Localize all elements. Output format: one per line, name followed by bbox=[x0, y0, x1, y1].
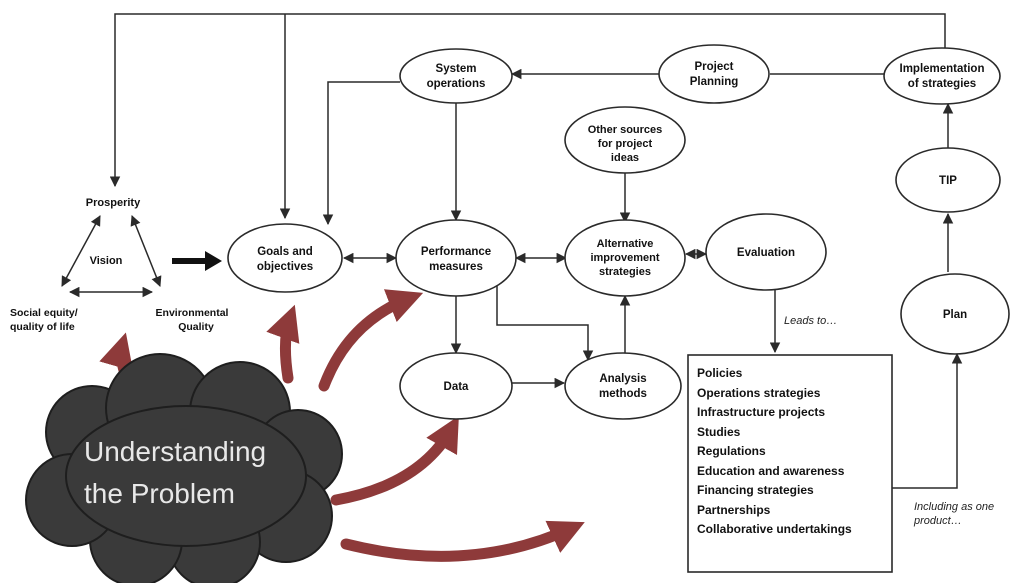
svg-text:methods: methods bbox=[599, 388, 647, 400]
node-evaluation: Evaluation bbox=[705, 213, 827, 291]
svg-text:Planning: Planning bbox=[690, 76, 739, 88]
node-implementation: Implementation of strategies bbox=[883, 47, 1001, 105]
including-label-1: Including as one bbox=[914, 501, 994, 513]
svg-text:Project: Project bbox=[695, 61, 734, 73]
outcome-item: Regulations bbox=[697, 444, 766, 458]
node-other-sources: Other sources for project ideas bbox=[564, 106, 686, 174]
svg-text:Performance: Performance bbox=[421, 246, 491, 258]
node-plan: Plan bbox=[900, 273, 1010, 355]
leads-to-label: Leads to… bbox=[784, 315, 837, 327]
cloud-line-1: Understanding bbox=[84, 436, 266, 467]
svg-text:of strategies: of strategies bbox=[908, 78, 976, 90]
svg-text:improvement: improvement bbox=[590, 252, 659, 264]
vision-to-goals-arrow bbox=[172, 251, 222, 271]
social-equity-label-2: quality of life bbox=[10, 321, 75, 333]
outcome-item: Education and awareness bbox=[697, 464, 845, 478]
outcomes-box: Policies Operations strategies Infrastru… bbox=[687, 354, 893, 573]
svg-text:measures: measures bbox=[429, 261, 483, 273]
node-data: Data bbox=[399, 352, 513, 420]
vision-triangle: Prosperity Vision Social equity/ quality… bbox=[10, 197, 229, 333]
connectors bbox=[61, 13, 963, 489]
svg-text:strategies: strategies bbox=[599, 266, 651, 278]
node-system-operations: System operations bbox=[399, 48, 513, 104]
outcome-item: Collaborative undertakings bbox=[697, 522, 852, 536]
problem-arrows bbox=[99, 289, 585, 562]
svg-text:Implementation: Implementation bbox=[900, 63, 985, 75]
svg-text:TIP: TIP bbox=[939, 175, 957, 187]
svg-text:Other sources: Other sources bbox=[588, 124, 663, 136]
node-goals-objectives: Goals and objectives bbox=[227, 223, 343, 293]
svg-text:Plan: Plan bbox=[943, 309, 967, 321]
outcome-item: Infrastructure projects bbox=[697, 405, 825, 419]
cloud-line-2: the Problem bbox=[84, 478, 235, 509]
svg-text:System: System bbox=[436, 63, 477, 75]
node-analysis-methods: Analysis methods bbox=[564, 352, 682, 420]
outcome-item: Studies bbox=[697, 425, 741, 439]
outcome-item: Policies bbox=[697, 366, 743, 380]
including-label-2: product… bbox=[913, 515, 962, 527]
svg-text:Goals and: Goals and bbox=[257, 246, 313, 258]
environmental-label-2: Quality bbox=[178, 321, 214, 333]
svg-text:operations: operations bbox=[427, 78, 486, 90]
svg-text:for project: for project bbox=[598, 138, 653, 150]
outcome-item: Operations strategies bbox=[697, 386, 821, 400]
understanding-the-problem-cloud: Understanding the Problem bbox=[25, 353, 343, 583]
node-tip: TIP bbox=[895, 147, 1001, 213]
svg-text:Data: Data bbox=[444, 381, 470, 393]
svg-text:Evaluation: Evaluation bbox=[737, 247, 795, 259]
node-performance-measures: Performance measures bbox=[395, 219, 517, 297]
node-alternative-strategies: Alternative improvement strategies bbox=[564, 219, 686, 297]
svg-text:ideas: ideas bbox=[611, 152, 639, 164]
node-project-planning: Project Planning bbox=[658, 44, 770, 104]
social-equity-label-1: Social equity/ bbox=[10, 307, 78, 319]
svg-text:objectives: objectives bbox=[257, 261, 313, 273]
vision-label: Vision bbox=[90, 255, 123, 267]
outcome-item: Financing strategies bbox=[697, 483, 814, 497]
outcome-item: Partnerships bbox=[697, 503, 771, 517]
environmental-label-1: Environmental bbox=[156, 307, 229, 319]
svg-text:Alternative: Alternative bbox=[597, 238, 654, 250]
prosperity-label: Prosperity bbox=[86, 197, 141, 209]
svg-text:Analysis: Analysis bbox=[599, 373, 646, 385]
